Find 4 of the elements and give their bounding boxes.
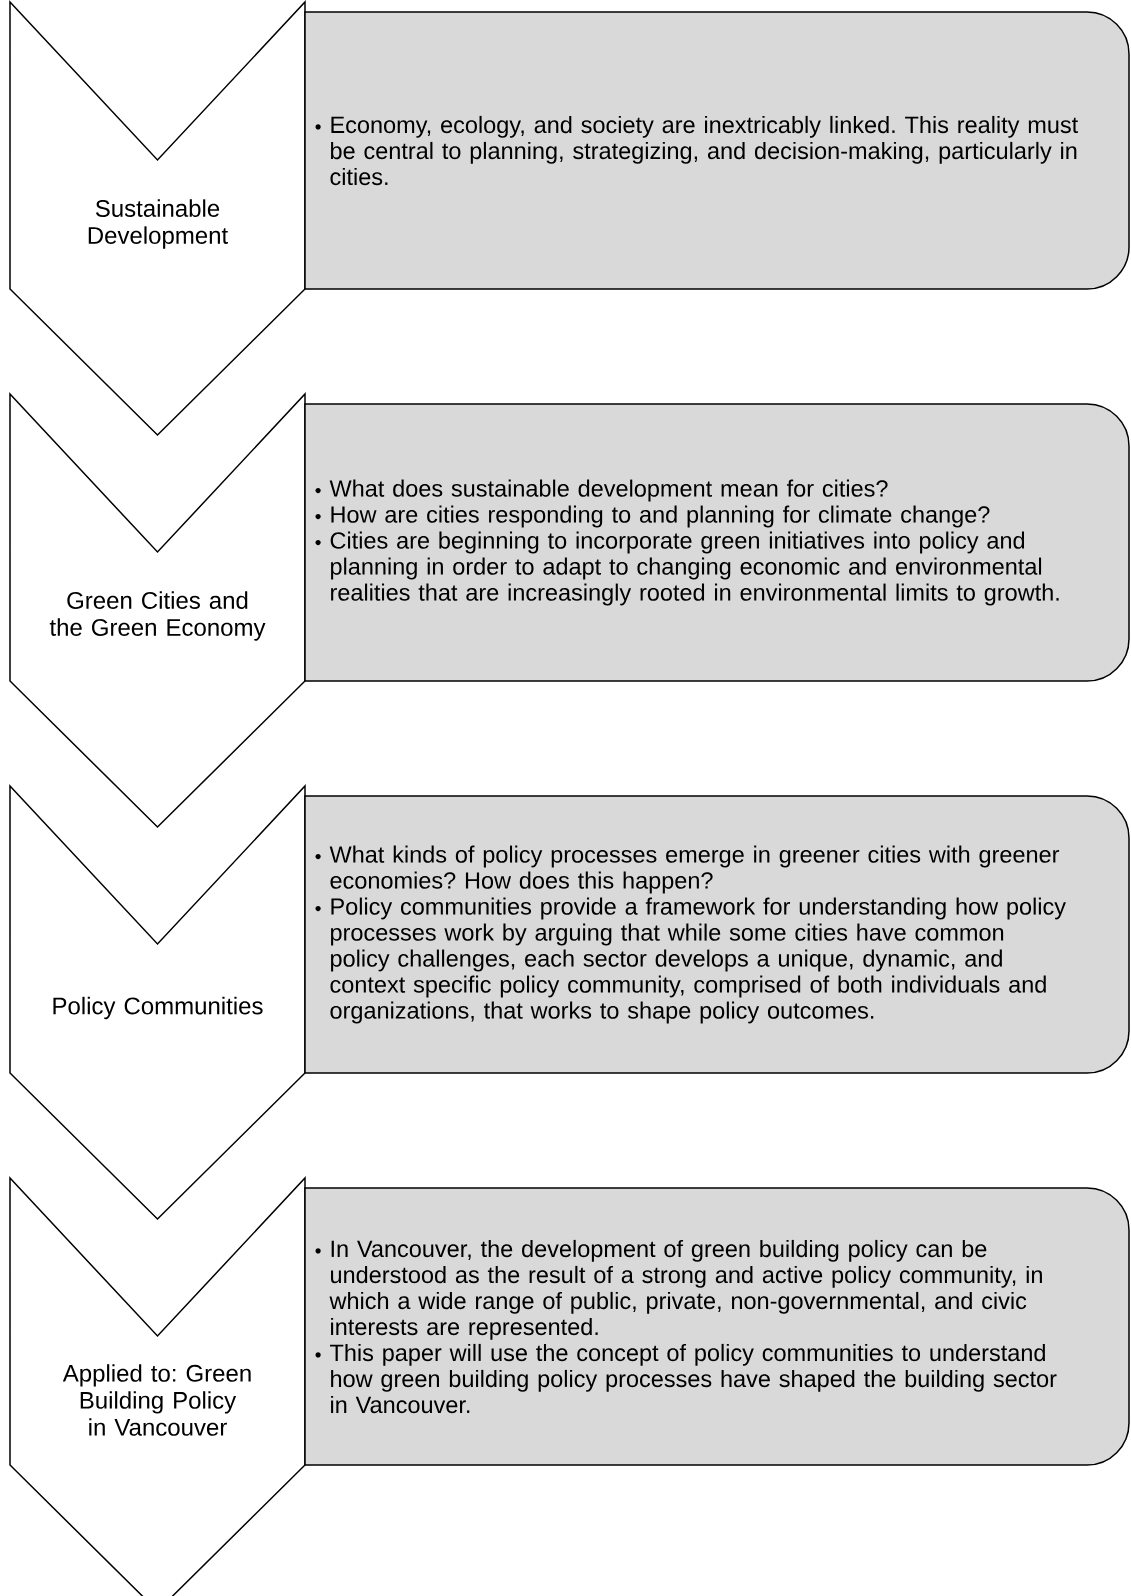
text-box: What kinds of policy processes emerge in greener cities with greener economies? How does this happen? Policy communities provide a framework for understanding how policy processes work by arguing that while some cities have common policy challenges, each sector develops a unique, dynamic, and context specific policy community, comprised of both individuals and organizations, that works to shape policy outcomes. (304, 795, 1130, 1074)
text-box: In Vancouver, the development of green building policy can be understood as the result of a strong and active policy community, in which a wide range of public, private, non-governmental, and civic interests are represented. This paper will use the concept of policy communities to understand how green building policy processes have shaped the building sector in Vancouver. (304, 1187, 1130, 1466)
text-box: What does sustainable development mean for cities? How are cities responding to and planning for climate change? Cities are beginning to incorporate green initiatives into policy and planning in order to adapt to changing economic and environmental realities that are increasingly rooted in environmental limits to growth. (304, 403, 1130, 682)
text-box: Economy, ecology, and society are inextricably linked. This reality must be central to planning, strategizing, and decision-making, particularly in cities. (304, 11, 1130, 290)
